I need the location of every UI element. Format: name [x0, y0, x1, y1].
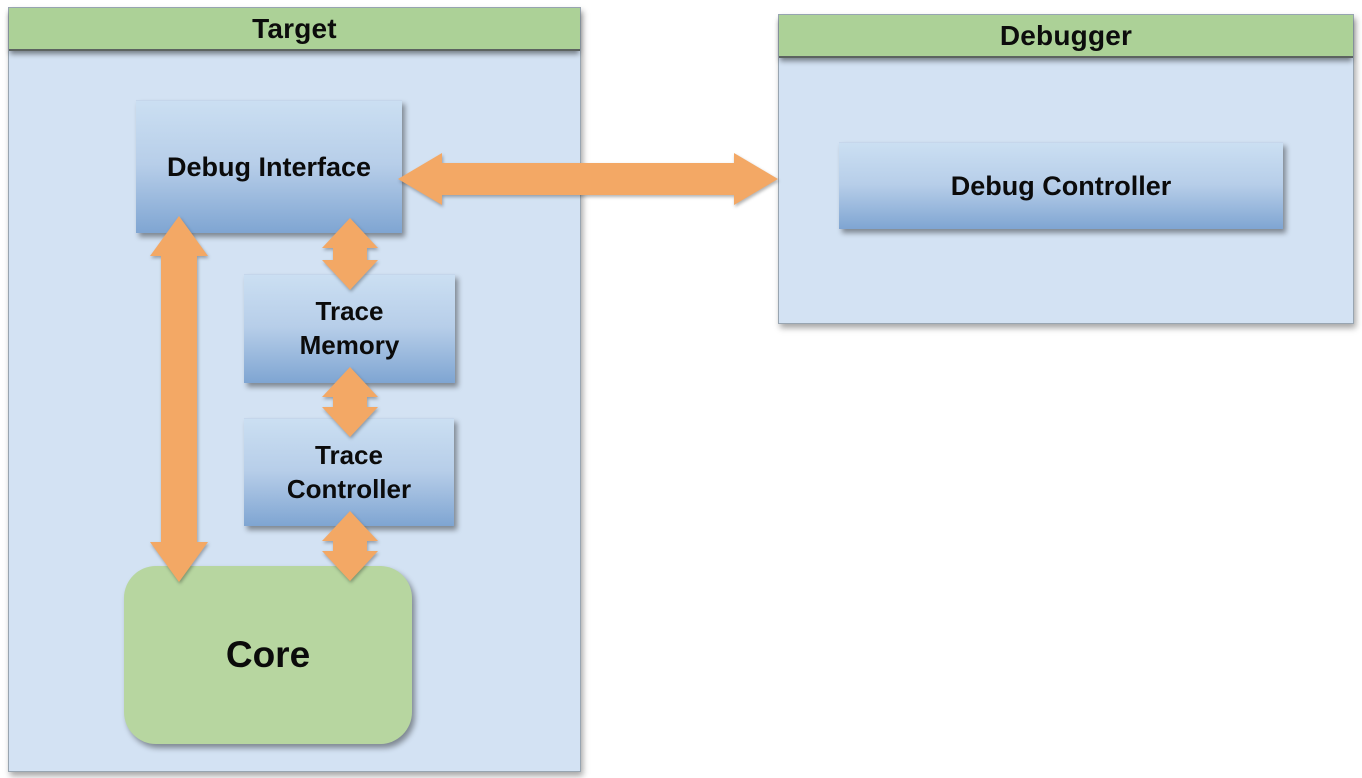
- debugger-title: Debugger: [999, 19, 1133, 51]
- target-title: Target: [252, 12, 337, 44]
- node-trace-controller-label-line2: Controller: [286, 473, 412, 504]
- node-debug-controller: Debug Controller: [839, 142, 1283, 229]
- node-core-label: Core: [225, 634, 311, 675]
- debugger-header: Debugger: [779, 15, 1353, 58]
- node-debug-interface: Debug Interface: [136, 100, 402, 233]
- node-trace-controller: Trace Controller: [244, 418, 454, 526]
- node-core: Core: [124, 566, 412, 744]
- target-header: Target: [9, 8, 580, 51]
- node-debug-interface-label: Debug Interface: [166, 151, 372, 182]
- node-trace-controller-label-line1: Trace: [315, 439, 383, 470]
- node-trace-memory-label-line1: Trace: [315, 296, 384, 327]
- node-debug-controller-label: Debug Controller: [950, 170, 1172, 201]
- node-trace-memory: Trace Memory: [244, 274, 455, 383]
- node-trace-memory-label-line2: Memory: [299, 330, 400, 360]
